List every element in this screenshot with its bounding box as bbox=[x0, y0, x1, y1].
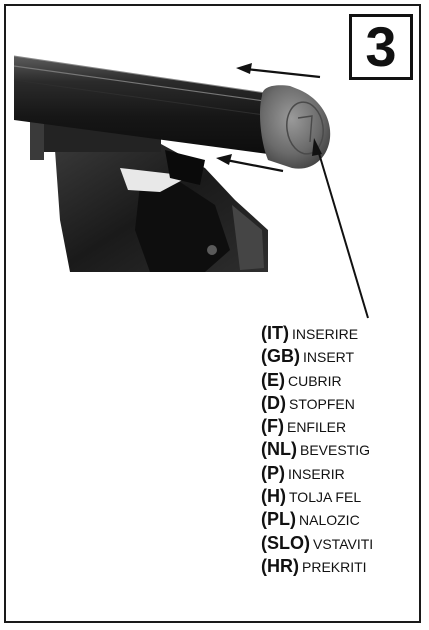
step-number-box: 3 bbox=[349, 14, 413, 80]
instruction-word: INSERIR bbox=[288, 465, 345, 482]
instruction-word: CUBRIR bbox=[288, 372, 342, 389]
list-item: (P)INSERIR bbox=[261, 462, 373, 485]
instruction-word: INSERIRE bbox=[291, 326, 359, 342]
list-item: (E)CUBRIR bbox=[261, 369, 373, 392]
end-cap bbox=[260, 85, 331, 169]
list-item: (GB)INSERT bbox=[261, 345, 373, 368]
list-item: (PL)NALOZIC bbox=[261, 508, 373, 531]
instruction-word: NALOZIC bbox=[299, 512, 360, 529]
instruction-word: BEVESTIG bbox=[299, 442, 371, 459]
pointer-line bbox=[312, 138, 369, 319]
language-code: (P) bbox=[261, 462, 285, 483]
language-code: (H) bbox=[261, 486, 286, 507]
language-code: (IT) bbox=[261, 323, 289, 343]
instruction-word: TOLJA FEL bbox=[289, 489, 362, 506]
language-code: (NL) bbox=[261, 439, 297, 460]
language-code: (HR) bbox=[261, 555, 299, 576]
list-item: (H)TOLJA FEL bbox=[261, 485, 373, 508]
instruction-word: VSTAVITI bbox=[313, 535, 374, 552]
list-item: (IT)INSERIRE bbox=[261, 322, 373, 345]
insert-arrow-bottom bbox=[216, 154, 284, 173]
instruction-word: ENFILER bbox=[286, 419, 347, 436]
instruction-word: PREKRITI bbox=[302, 558, 367, 575]
language-code: (PL) bbox=[261, 509, 296, 530]
step-number: 3 bbox=[365, 15, 397, 78]
language-code: (SLO) bbox=[261, 532, 310, 553]
language-code: (E) bbox=[261, 369, 285, 390]
instruction-list: (IT)INSERIRE (GB)INSERT (E)CUBRIR (D)STO… bbox=[261, 322, 373, 578]
list-item: (SLO)VSTAVITI bbox=[261, 532, 373, 555]
language-code: (D) bbox=[261, 392, 286, 413]
list-item: (HR)PREKRITI bbox=[261, 555, 373, 578]
instruction-word: STOPFEN bbox=[289, 395, 355, 412]
list-item: (F)ENFILER bbox=[261, 415, 373, 438]
language-code: (GB) bbox=[261, 346, 300, 367]
list-item: (NL)BEVESTIG bbox=[261, 438, 373, 461]
instruction-word: INSERT bbox=[303, 349, 355, 366]
list-item: (D)STOPFEN bbox=[261, 392, 373, 415]
insert-arrow-top bbox=[236, 63, 321, 79]
language-code: (F) bbox=[261, 416, 284, 437]
